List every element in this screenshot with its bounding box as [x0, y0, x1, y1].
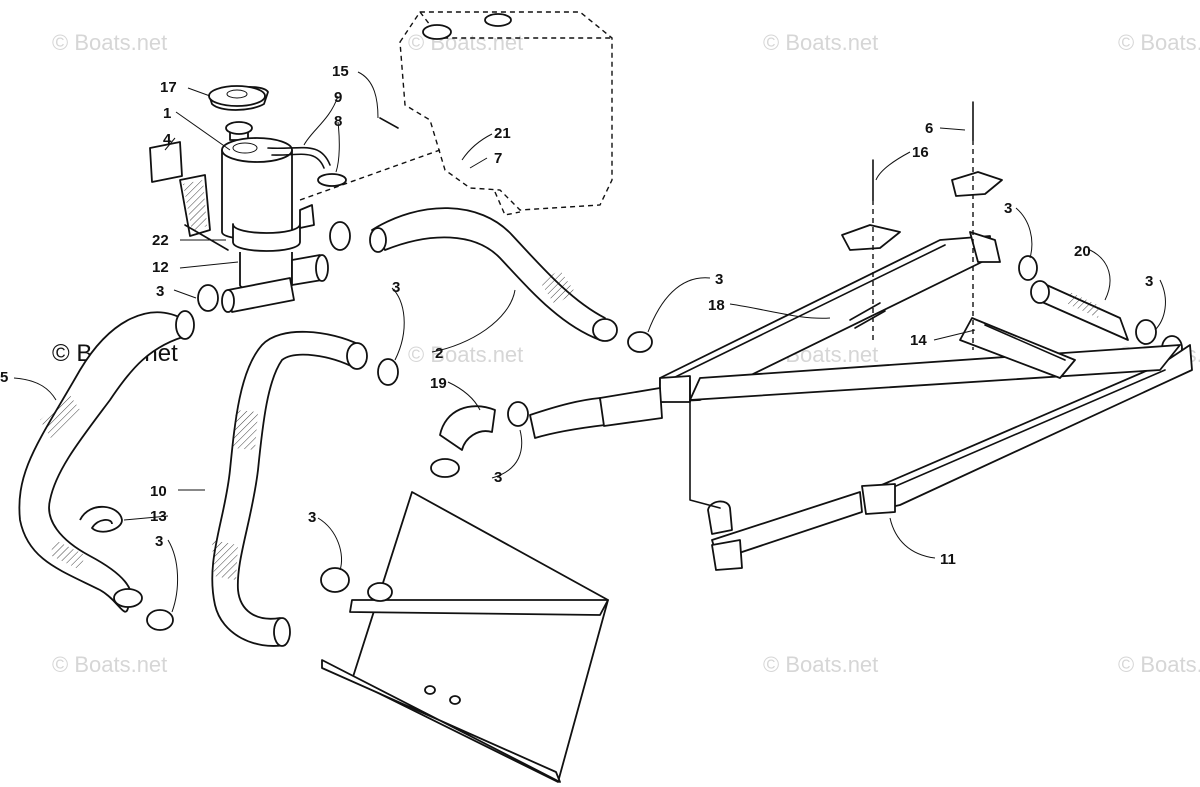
- callout-3: 3: [1145, 273, 1153, 290]
- callout-3: 3: [308, 509, 316, 526]
- callout-20: 20: [1074, 243, 1091, 260]
- watermark-text: © Boats.net: [52, 30, 167, 55]
- callout-3: 3: [392, 279, 400, 296]
- watermark-text: © Boats.net: [763, 652, 878, 677]
- callout-15: 15: [332, 63, 349, 80]
- callout-18: 18: [708, 297, 725, 314]
- callout-21: 21: [494, 125, 511, 142]
- callout-11: 11: [940, 551, 956, 568]
- hose-5: [18, 310, 195, 613]
- watermark-text: © Boats.net: [1118, 652, 1200, 677]
- callout-19: 19: [430, 375, 447, 392]
- callout-6: 6: [925, 120, 933, 137]
- callout-10: 10: [150, 483, 167, 500]
- callout-12: 12: [152, 259, 169, 276]
- y-fitting-12: [221, 277, 295, 313]
- callout-22: 22: [152, 232, 169, 249]
- watermark-text: © Boats.net: [1118, 30, 1200, 55]
- callout-9: 9: [334, 89, 342, 106]
- callout-3: 3: [1004, 200, 1012, 217]
- callout-17: 17: [160, 79, 177, 96]
- callout-3: 3: [156, 283, 164, 300]
- watermark-text: © Boats.net: [408, 342, 523, 367]
- watermark-text: © Boats.net: [52, 652, 167, 677]
- front-heat-exchanger-panel: [321, 491, 609, 783]
- callout-5: 5: [0, 369, 8, 386]
- heat-exchanger-11: [707, 344, 1193, 571]
- callout-3: 3: [715, 271, 723, 288]
- tube-20: [1030, 280, 1129, 341]
- callout-4: 4: [163, 131, 172, 148]
- coolant-tank: [399, 11, 613, 216]
- callout-2: 2: [435, 345, 443, 362]
- hose-2: [369, 207, 618, 342]
- overflow-tube: [267, 117, 441, 201]
- watermark-text: © Boats.net: [763, 30, 878, 55]
- callout-3: 3: [155, 533, 163, 550]
- spring-clip-13: [79, 505, 123, 533]
- callout-3: 3: [494, 469, 502, 486]
- callout-13: 13: [150, 508, 167, 525]
- callout-8: 8: [334, 113, 342, 130]
- callout-1: 1: [163, 105, 171, 122]
- hose-10: [211, 330, 368, 647]
- callouts: 17 1 4 22 12 3 5 15 9 8 21 7 3 2 19 3 10…: [0, 63, 1153, 568]
- leader-lines: [13, 71, 1166, 613]
- callout-14: 14: [910, 332, 927, 349]
- callout-16: 16: [912, 144, 929, 161]
- callout-7: 7: [494, 150, 502, 167]
- expansion-bottle: [149, 85, 329, 292]
- pads-and-bolts: [841, 101, 1003, 350]
